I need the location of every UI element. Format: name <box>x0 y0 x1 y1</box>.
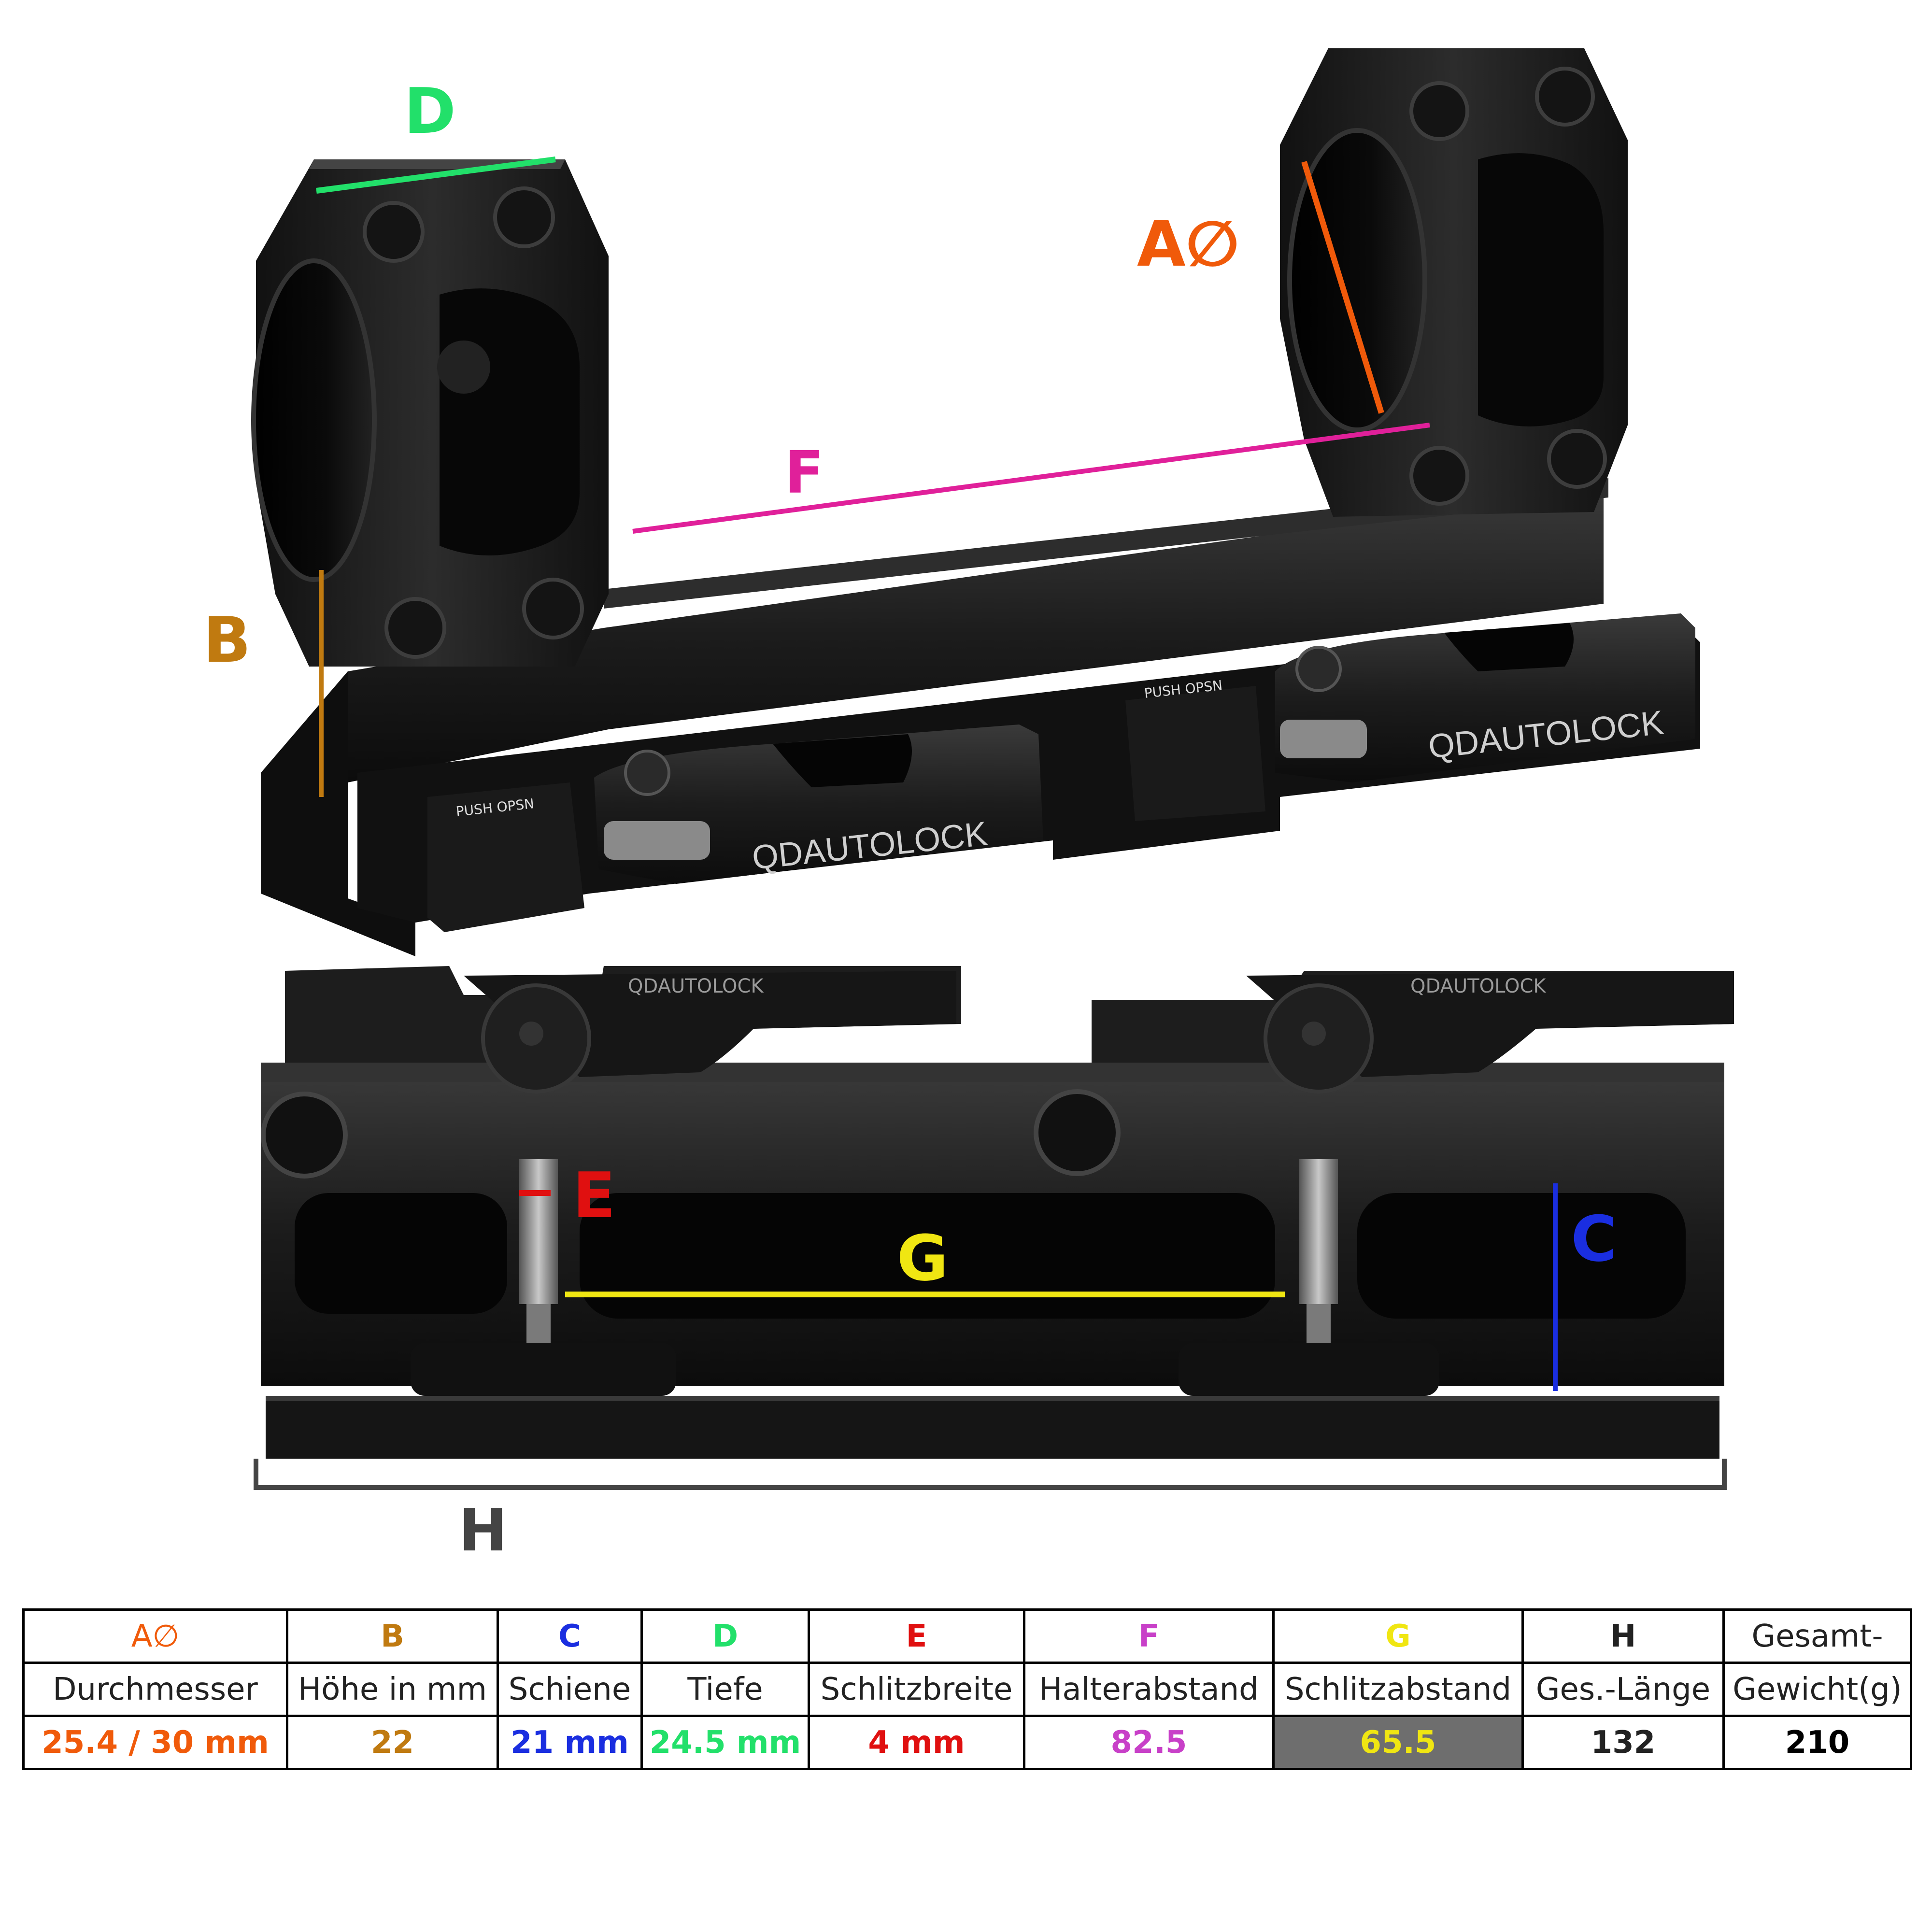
screw-front-bl <box>384 597 446 659</box>
screw-front-tl <box>363 201 425 263</box>
scope-ring-front <box>251 159 609 667</box>
lever-rear: QDAUTOLOCK <box>1275 613 1695 782</box>
label-b: B <box>203 603 251 677</box>
spec-value-weight: 210 <box>1722 1715 1912 1770</box>
dim-line-d <box>316 156 556 194</box>
screw-rear-br <box>1547 429 1607 489</box>
spec-name-g: Schlitzabstand <box>1272 1662 1524 1717</box>
spec-value-d: 24.5 mm <box>640 1715 810 1770</box>
push-tab-right <box>1125 686 1265 821</box>
spec-letter-c: C <box>497 1608 643 1664</box>
spec-name-b: Höhe in mm <box>286 1662 499 1717</box>
spec-name-weight: Gewicht(g) <box>1722 1662 1912 1717</box>
dim-line-a <box>1301 161 1384 414</box>
lever-screw-front <box>624 750 670 796</box>
spec-value-c: 21 mm <box>497 1715 643 1770</box>
spec-letter-g: G <box>1272 1608 1524 1664</box>
spec-row-values: 25.4 / 30 mm 22 21 mm 24.5 mm 4 mm 82.5 … <box>22 1715 1912 1770</box>
spec-table: A∅ B C D E F G H Gesamt- Durchmesser Höh… <box>22 1608 1912 1770</box>
spec-name-f: Halterabstand <box>1023 1662 1275 1717</box>
side-brand-left: QDAUTOLOCK <box>628 975 764 997</box>
screw-rear-bl <box>1409 446 1469 506</box>
clamp-bolt-right <box>1299 1159 1338 1304</box>
side-slot-center <box>580 1193 1275 1319</box>
spec-row-letters: A∅ B C D E F G H Gesamt- <box>22 1608 1912 1664</box>
scope-mount-illustration: QDAUTOLOCK PUSH OPSN QDAUTOLOCK PUSH OPS… <box>203 48 1734 1564</box>
spec-name-d: Tiefe <box>640 1662 810 1717</box>
spec-letter-weight: Gesamt- <box>1722 1608 1912 1664</box>
label-g: G <box>897 1222 949 1295</box>
spec-name-c: Schiene <box>497 1662 643 1717</box>
label-f: F <box>784 440 824 507</box>
spec-letter-d: D <box>640 1608 810 1664</box>
dim-line-f <box>632 423 1430 534</box>
side-slot-right <box>1357 1193 1686 1319</box>
scope-ring-rear <box>1280 48 1628 517</box>
spec-value-e: 4 mm <box>808 1715 1025 1770</box>
clamp-bolt-left <box>519 1159 558 1304</box>
screw-front-tr <box>493 186 555 248</box>
spec-letter-b: B <box>286 1608 499 1664</box>
label-h: H <box>459 1497 507 1564</box>
dim-bracket-h <box>254 1459 1727 1490</box>
label-d: D <box>404 74 456 148</box>
label-e: E <box>573 1159 616 1232</box>
spec-value-b: 22 <box>286 1715 499 1770</box>
spec-letter-h: H <box>1521 1608 1725 1664</box>
mount-base-bar <box>348 488 1604 782</box>
push-tab-left <box>427 782 584 932</box>
mount-side-view: QDAUTOLOCK QDAUTOLOCK <box>261 966 1734 1459</box>
ring-bore-rear <box>1290 130 1425 430</box>
label-a: A∅ <box>1137 207 1239 281</box>
spec-value-g: 65.5 <box>1272 1715 1524 1770</box>
dimension-lines-side <box>254 1183 1727 1490</box>
dimension-lines-top <box>316 156 1430 797</box>
spec-letter-e: E <box>808 1608 1025 1664</box>
spec-value-h: 132 <box>1521 1715 1725 1770</box>
lever-front: QDAUTOLOCK <box>594 724 1043 884</box>
side-rail-base <box>266 1396 1719 1459</box>
side-lever-right <box>1246 971 1734 1094</box>
spec-value-a: 25.4 / 30 mm <box>22 1715 288 1770</box>
spec-name-h: Ges.-Länge <box>1521 1662 1725 1717</box>
mount-perspective-view: QDAUTOLOCK PUSH OPSN QDAUTOLOCK PUSH OPS… <box>251 48 1700 956</box>
ring-bore-front <box>254 261 374 580</box>
spec-letter-f: F <box>1023 1608 1275 1664</box>
lever-screw-rear <box>1295 646 1342 692</box>
screw-rear-tr <box>1535 67 1595 127</box>
spec-name-a: Durchmesser <box>22 1662 288 1717</box>
side-lever-left <box>464 971 956 1094</box>
screw-front-br <box>522 578 584 639</box>
spec-value-f: 82.5 <box>1023 1715 1275 1770</box>
screw-rear-tl <box>1409 81 1469 141</box>
side-slot-left <box>295 1193 507 1314</box>
spec-row-names: Durchmesser Höhe in mm Schiene Tiefe Sch… <box>22 1662 1912 1717</box>
side-brand-right: QDAUTOLOCK <box>1410 975 1547 997</box>
spec-letter-a: A∅ <box>22 1608 288 1664</box>
label-c: C <box>1571 1202 1617 1276</box>
spec-name-e: Schlitzbreite <box>808 1662 1025 1717</box>
side-screw-left <box>261 1092 348 1179</box>
side-screw-center <box>1034 1089 1121 1176</box>
